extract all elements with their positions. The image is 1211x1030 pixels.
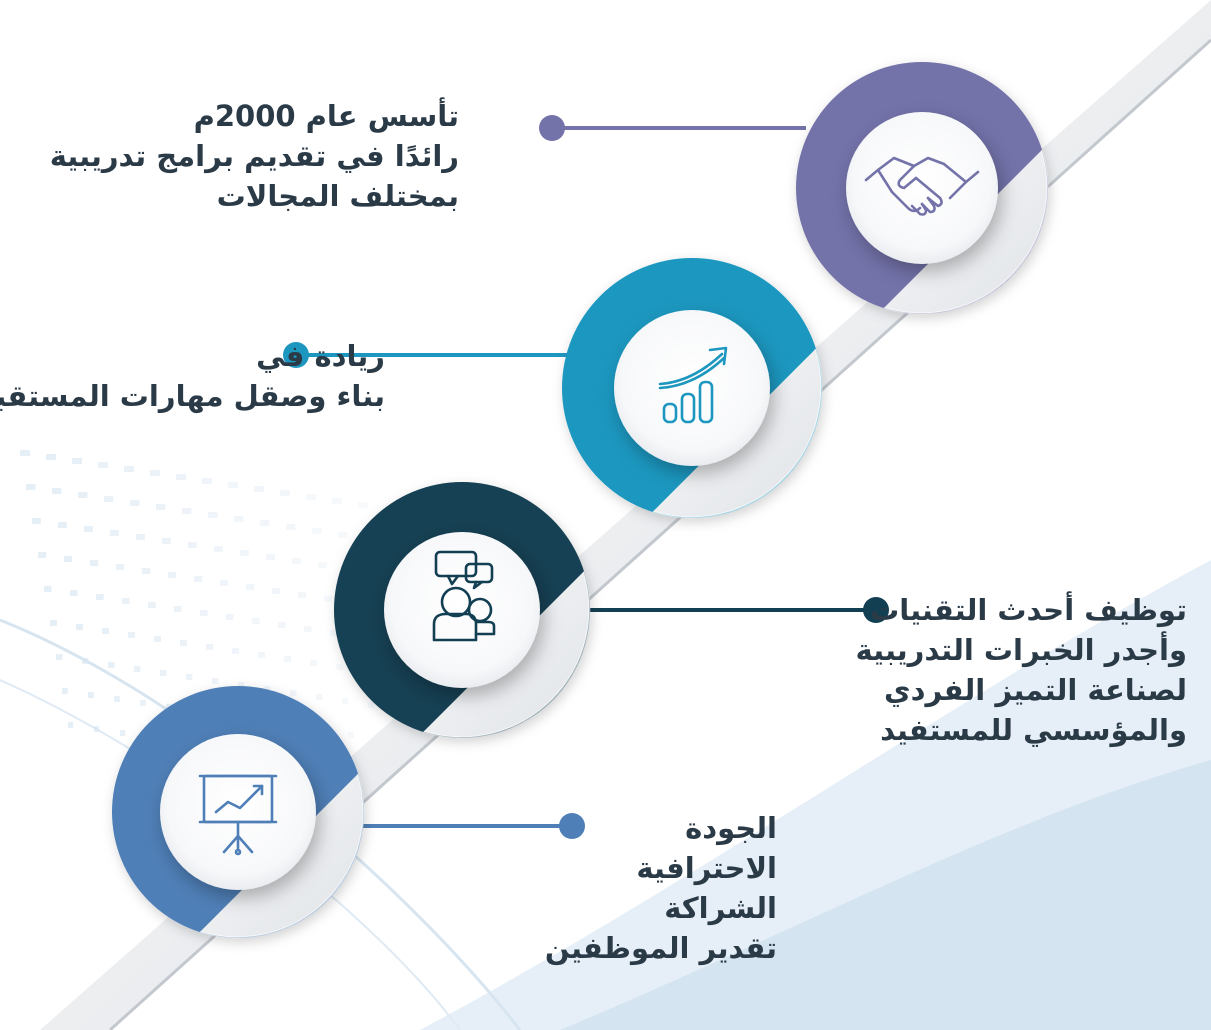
step-4-text: الجودة الاحترافية الشراكة تقدير الموظفين xyxy=(545,808,777,968)
discussion-icon xyxy=(432,550,496,642)
step-4-inner-circle xyxy=(160,734,316,890)
step-1-belt-overlap xyxy=(824,90,1102,368)
step-3-line-2: وأجدر الخبرات التدريبية xyxy=(855,633,1187,667)
step-2-line-1: ريادة في xyxy=(256,339,385,373)
step-1-line-2: رائدًا في تقديم برامج تدريبية xyxy=(49,139,459,173)
step-1-text: تأسس عام 2000م رائدًا في تقديم برامج تدر… xyxy=(50,96,459,216)
step-4-line-3: الشراكة xyxy=(664,891,777,925)
presentation-board-icon xyxy=(198,774,278,856)
step-2-bullet xyxy=(283,342,309,368)
step-1-line-1: تأسس عام 2000م xyxy=(193,99,459,133)
step-3-text: توظيف أحدث التقنيات وأجدر الخبرات التدري… xyxy=(856,590,1187,750)
step-2-inner-circle xyxy=(614,310,770,466)
step-3-belt-overlap xyxy=(363,511,644,792)
growth-chart-icon xyxy=(658,346,728,424)
step-2-line-2: بناء وصقل مهارات المستقبل xyxy=(0,379,385,413)
step-4-line-1: الجودة xyxy=(685,811,777,845)
step-1-node xyxy=(539,62,1102,368)
step-4-bullet xyxy=(559,813,585,839)
step-1-line-3: بمختلف المجالات xyxy=(216,179,459,213)
step-4-line-4: تقدير الموظفين xyxy=(544,931,777,965)
background-decoration xyxy=(0,450,1211,1030)
step-3-node xyxy=(334,482,889,792)
step-3-line-4: والمؤسسي للمستفيد xyxy=(880,713,1187,747)
step-1-inner-circle xyxy=(846,112,998,264)
step-4-node xyxy=(112,686,585,992)
step-3-line-1: توظيف أحدث التقنيات xyxy=(870,593,1187,627)
step-3-line-3: لصناعة التميز الفردي xyxy=(884,673,1187,707)
step-2-text: ريادة في بناء وصقل مهارات المستقبل xyxy=(0,336,385,416)
step-4-line-2: الاحترافية xyxy=(636,851,777,885)
step-3-bullet xyxy=(863,597,889,623)
step-2-node xyxy=(283,258,876,572)
step-1-bullet xyxy=(539,115,565,141)
step-3-inner-circle xyxy=(384,532,540,688)
handshake-icon xyxy=(864,156,980,216)
